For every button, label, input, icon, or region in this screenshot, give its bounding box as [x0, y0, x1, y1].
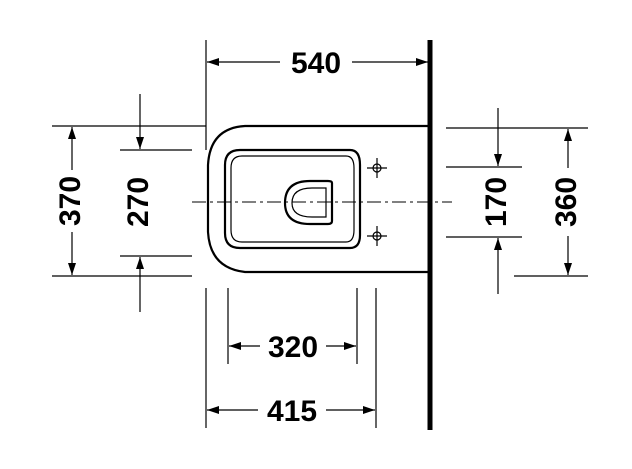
- dim-label-415: 415: [267, 395, 317, 428]
- dim-label-370: 370: [54, 176, 87, 226]
- mounting-bolt-top-icon: [367, 158, 387, 178]
- dim-label-170: 170: [480, 177, 513, 227]
- toilet-bowl-rim: [223, 148, 362, 250]
- toilet-outer-outline: [206, 124, 428, 274]
- dim-label-320: 320: [268, 331, 318, 364]
- dim-label-270: 270: [122, 177, 155, 227]
- toilet-bowl-inner-rim: [230, 155, 355, 243]
- dim-label-540: 540: [291, 47, 341, 80]
- toilet-outlet: [283, 179, 334, 226]
- mounting-bolt-bottom-icon: [367, 226, 387, 246]
- toilet-outlet-inner: [291, 187, 327, 218]
- dim-label-360: 360: [550, 177, 583, 227]
